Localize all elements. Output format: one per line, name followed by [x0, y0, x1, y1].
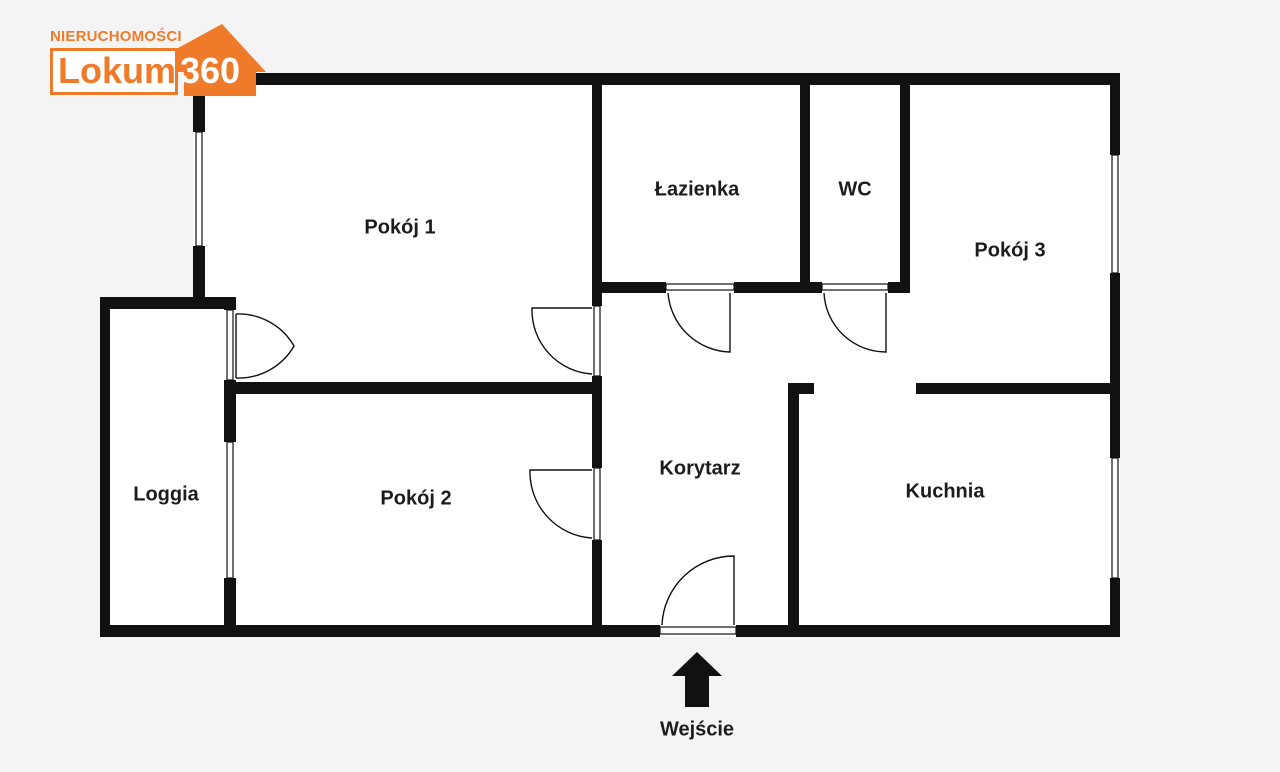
window-gap-pokoj3	[1110, 155, 1120, 273]
wall-kuchnia-top-left	[788, 383, 814, 394]
window-gap-loggia	[224, 442, 236, 578]
door-lazienka	[667, 292, 731, 353]
door-gap-loggia	[224, 310, 236, 380]
wall-pokoj1-bottom	[224, 382, 602, 394]
frame-entrance-door	[659, 626, 737, 635]
logo-name: Lokum	[58, 50, 177, 91]
room-fills	[100, 80, 1120, 632]
door-wc	[823, 292, 887, 353]
room-label-pokoj1: Pokój 1	[364, 216, 436, 239]
frame-pokoj1-door	[593, 305, 601, 377]
room-label-pokoj3: Pokój 3	[974, 239, 1046, 262]
wall-right	[1110, 73, 1120, 637]
entrance-label: Wejście	[659, 718, 735, 741]
wall-kuchnia-top-right	[916, 383, 1120, 394]
room-label-kuchnia: Kuchnia	[905, 480, 985, 503]
door-pokoj1	[531, 307, 593, 375]
frame-lazienka-door	[665, 283, 735, 291]
door-entrance	[661, 555, 735, 626]
door-gap-lazienka	[666, 282, 734, 293]
door-loggia	[235, 313, 295, 379]
window-pokoj1	[195, 131, 203, 247]
window-frames	[195, 131, 1119, 635]
logo-top-text: NIERUCHOMOŚCI	[50, 28, 182, 45]
wall-bathroom-bottom	[592, 282, 910, 293]
room-label-wc: WC	[838, 178, 872, 201]
window-loggia-door	[226, 309, 234, 381]
window-gap-kuchnia	[1110, 458, 1120, 578]
house-icon	[178, 24, 266, 96]
frame-wc-door	[821, 283, 889, 291]
room-label-pokoj2: Pokój 2	[380, 487, 452, 510]
window-gap-pokoj1	[193, 132, 205, 246]
wall-top	[193, 73, 1120, 85]
window-pokoj3	[1111, 154, 1119, 274]
loggia-fill	[100, 300, 210, 632]
frame-pokoj2-door	[593, 467, 601, 541]
window-kuchnia	[1111, 457, 1119, 579]
door-gap-wc	[822, 282, 888, 293]
arrow-up-icon	[672, 652, 722, 707]
logo-box	[50, 48, 178, 95]
apartment-fill	[200, 80, 1120, 632]
door-swings	[235, 292, 887, 626]
door-gap-pokoj1	[592, 306, 602, 376]
window-loggia	[226, 441, 234, 579]
logo: NIERUCHOMOŚCI Lokum 360	[48, 22, 273, 100]
wall-bottom	[100, 625, 1120, 637]
wall-kuchnia-left	[788, 383, 799, 637]
room-label-korytarz: Korytarz	[659, 457, 741, 480]
wall-loggia-left	[100, 297, 110, 637]
wall-lazienka-wc	[800, 73, 810, 293]
room-label-loggia: Loggia	[133, 483, 199, 506]
room-label-lazienka: Łazienka	[654, 178, 740, 201]
wall-loggia-top	[100, 297, 236, 309]
door-pokoj2	[529, 469, 593, 539]
wall-wc-pokoj3	[900, 73, 910, 293]
door-gap-pokoj2	[592, 468, 602, 540]
logo-number: 360	[180, 50, 241, 91]
